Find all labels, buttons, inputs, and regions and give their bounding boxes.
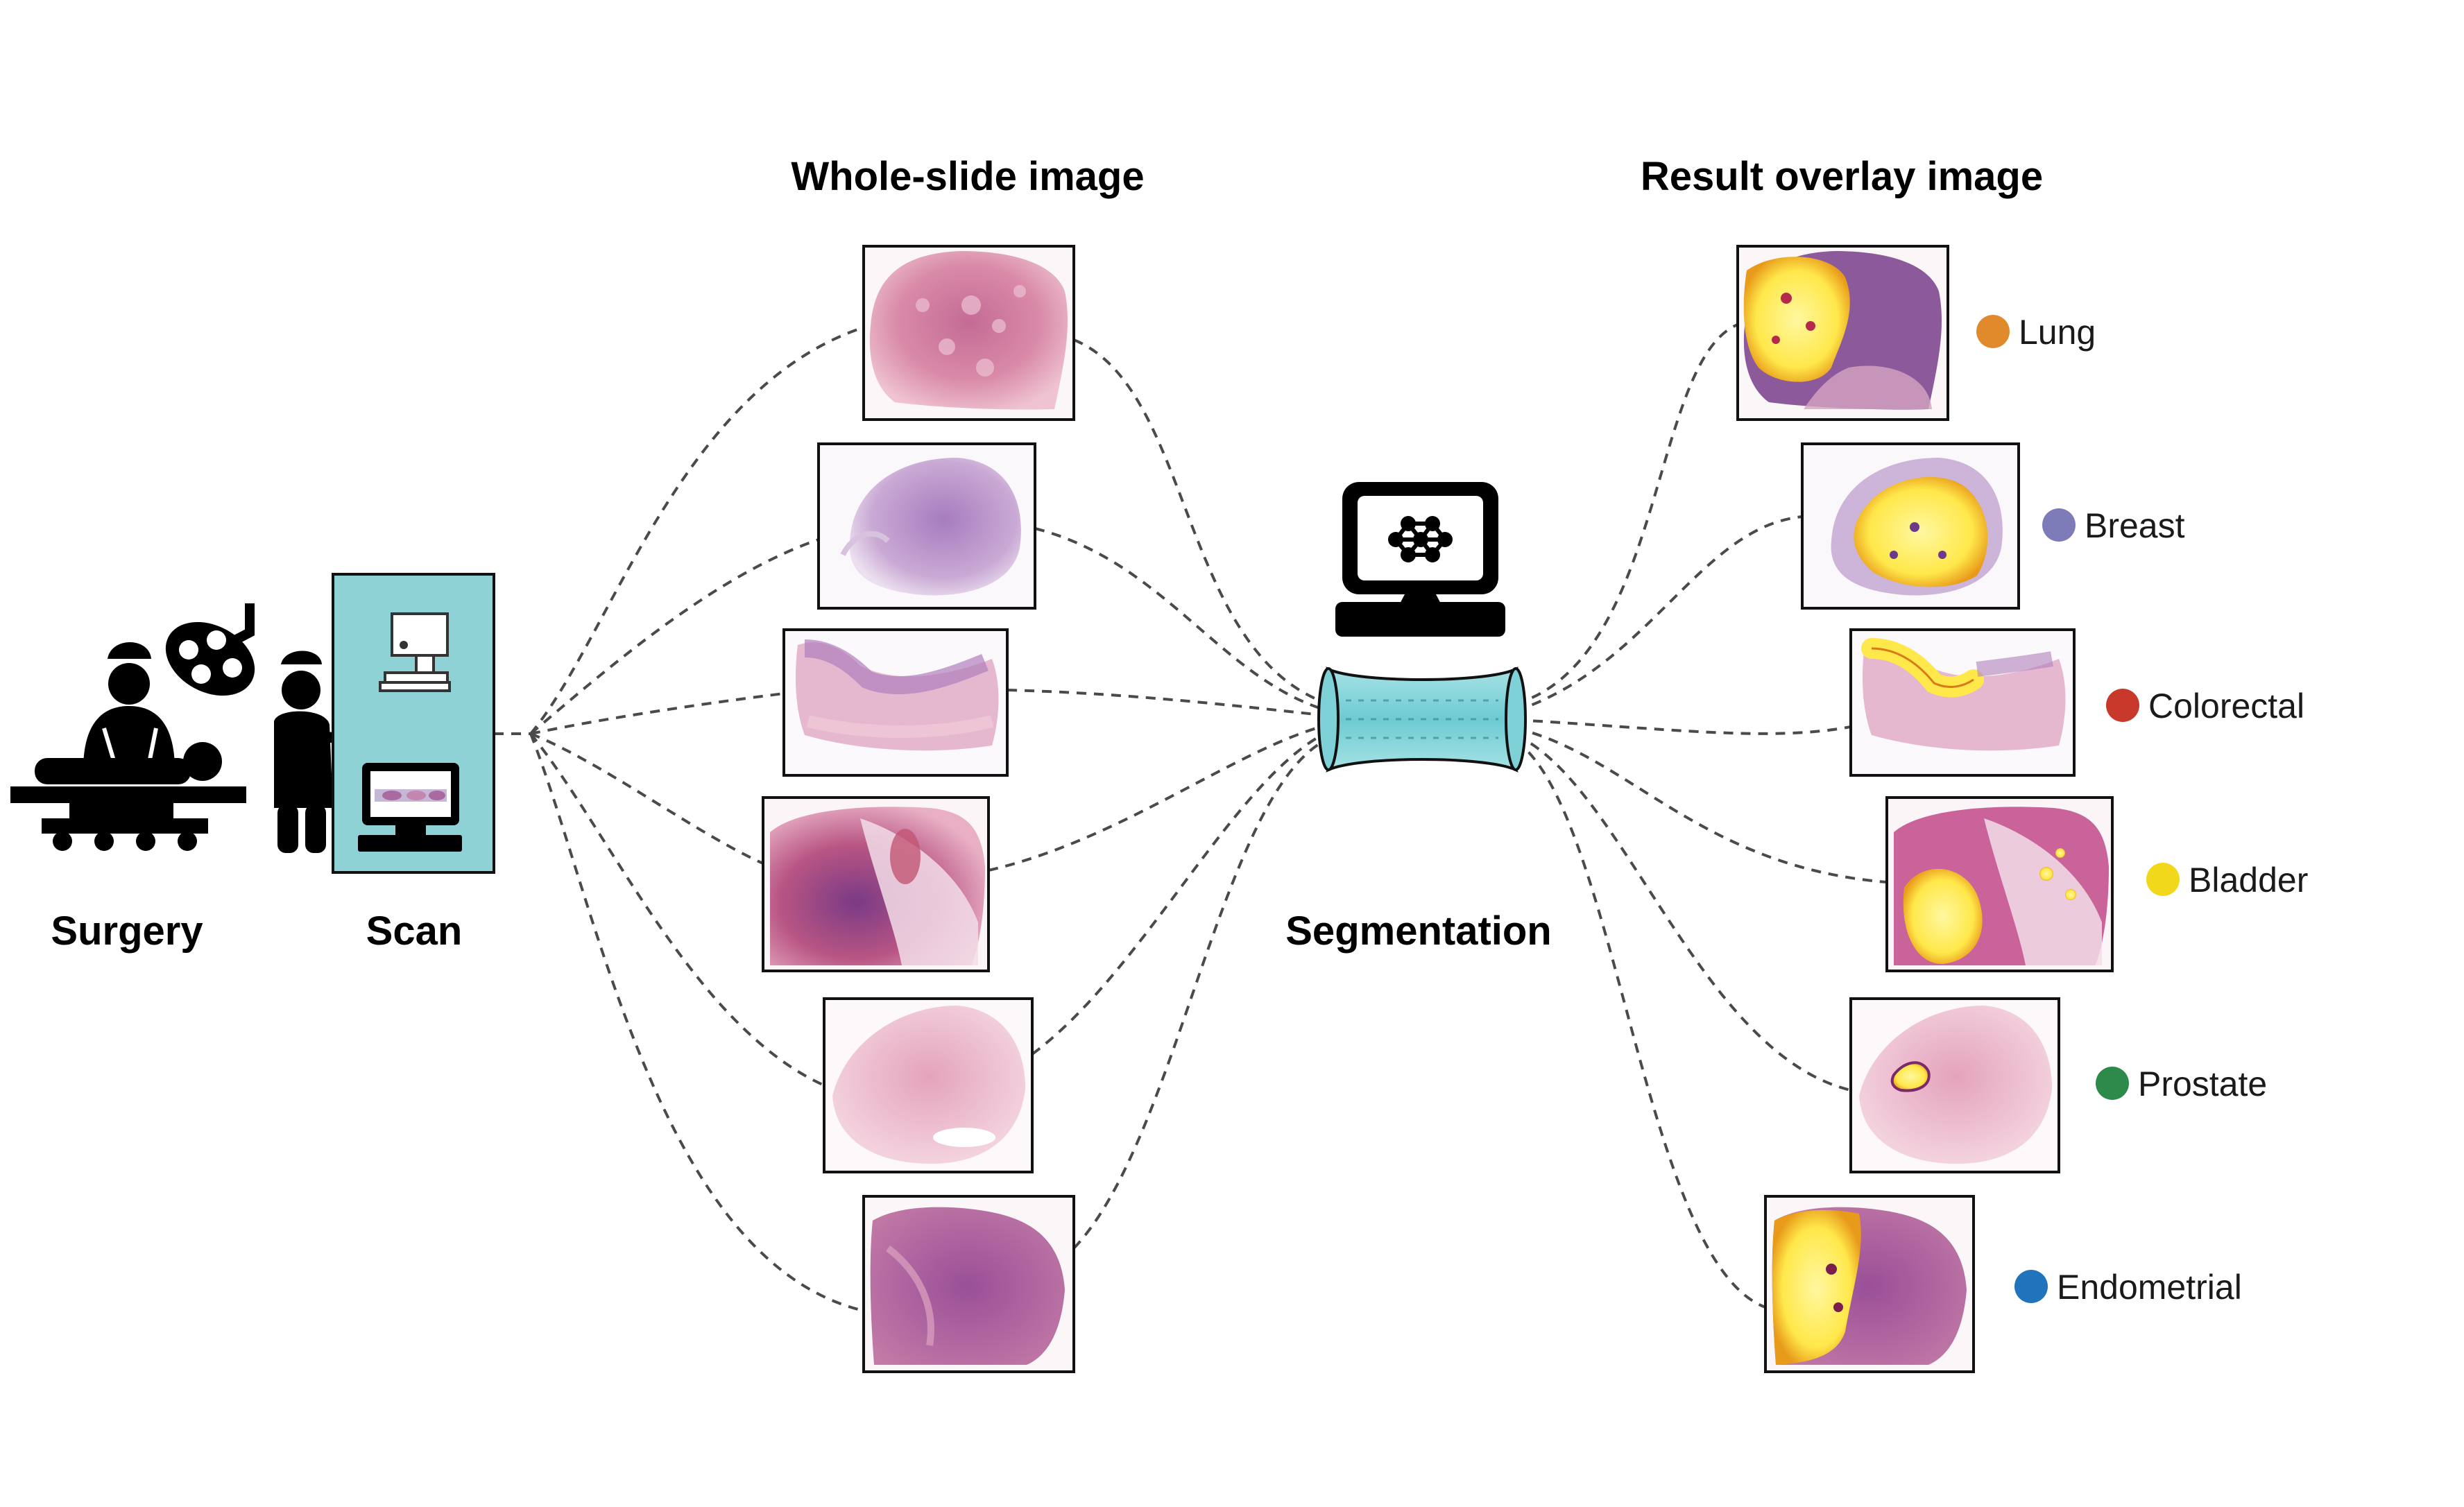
connector-lens-to-overlay: [1515, 727, 1888, 884]
whole-slide-thumbnail: [862, 1195, 1075, 1373]
heading-segmentation: Segmentation: [1285, 908, 1552, 954]
connector-slide-to-lens: [1072, 737, 1329, 1250]
connector-slide-to-lens: [988, 723, 1329, 872]
surgeon-icon: [83, 642, 175, 770]
connector-scan-to-slide: [529, 538, 819, 735]
segmentation-model: [1317, 482, 1527, 773]
connector-slide-to-lens: [1031, 730, 1329, 1056]
legend-dot: [2106, 689, 2139, 722]
overlay-thumbnail: [1736, 245, 1949, 421]
whole-slide-thumbnail: [862, 245, 1075, 421]
result-overlay-images: [1736, 245, 2114, 1373]
heading-scan: Scan: [366, 908, 463, 954]
legend-label: Prostate: [2138, 1065, 2267, 1103]
legend-label: Breast: [2085, 506, 2185, 545]
overlay-thumbnail: [1885, 796, 2114, 972]
legend-label: Lung: [2019, 313, 2096, 352]
heading-result-overlay-image: Result overlay image: [1641, 154, 2043, 199]
legend-dot: [2096, 1067, 2129, 1100]
legend-dot: [2146, 863, 2180, 896]
neural-network-monitor-icon: [1335, 482, 1505, 637]
connector-scan-to-slide: [529, 732, 825, 1087]
patient-on-table-icon: [10, 742, 246, 851]
connector-slide-to-lens: [1034, 527, 1329, 712]
slide-monitor-icon: [358, 763, 462, 852]
connector-lens-to-overlay: [1514, 739, 1766, 1309]
whole-slide-images: [762, 245, 1075, 1373]
legend-item-bladder: Bladder: [2146, 861, 2308, 899]
legend-item-colorectal: Colorectal: [2106, 687, 2304, 725]
legend-item-lung: Lung: [1976, 313, 2096, 352]
legend-label: Endometrial: [2057, 1268, 2242, 1307]
microscope-scanner-icon: [379, 612, 451, 692]
legend-dot: [2042, 508, 2076, 542]
connector-lines: [494, 323, 1888, 1312]
connector-slide-to-lens: [1007, 689, 1329, 717]
surgery-scene: [10, 603, 366, 853]
heading-whole-slide-image: Whole-slide image: [791, 154, 1144, 199]
heading-surgery: Surgery: [51, 908, 203, 954]
connector-scan-to-slide: [529, 733, 864, 1312]
legend-item-prostate: Prostate: [2096, 1065, 2267, 1103]
connector-scan-to-slide: [530, 732, 764, 865]
scan-panel: [332, 573, 495, 874]
connector-lens-to-overlay: [1515, 323, 1738, 705]
whole-slide-thumbnail: [782, 628, 1009, 777]
segmentation-lens-icon: [1317, 666, 1527, 773]
overlay-thumbnail: [1849, 628, 2076, 777]
legend-dot: [1976, 315, 2010, 348]
legend-item-endometrial: Endometrial: [2014, 1268, 2242, 1307]
legend-label: Colorectal: [2148, 687, 2304, 725]
connector-slide-to-lens: [1073, 338, 1329, 705]
legend-item-breast: Breast: [2042, 506, 2185, 545]
connector-scan-to-slide: [529, 326, 864, 735]
connector-scan-to-slide: [530, 692, 785, 735]
overlay-thumbnail: [1801, 442, 2020, 610]
whole-slide-thumbnail: [817, 442, 1036, 610]
whole-slide-thumbnail: [762, 796, 990, 972]
cancer-type-legend: Lung Breast Colorectal Bladder Prostate …: [1976, 313, 2308, 1307]
overlay-thumbnail: [1849, 997, 2060, 1173]
legend-label: Bladder: [2189, 861, 2308, 899]
surgical-lamp-icon: [165, 603, 255, 696]
connector-lens-to-overlay: [1515, 515, 1803, 712]
legend-dot: [2014, 1270, 2048, 1303]
overlay-thumbnail: [1764, 1195, 1975, 1373]
whole-slide-thumbnail: [823, 997, 1034, 1173]
connector-lens-to-overlay: [1515, 718, 1851, 735]
connector-lens-to-overlay: [1515, 734, 1851, 1092]
